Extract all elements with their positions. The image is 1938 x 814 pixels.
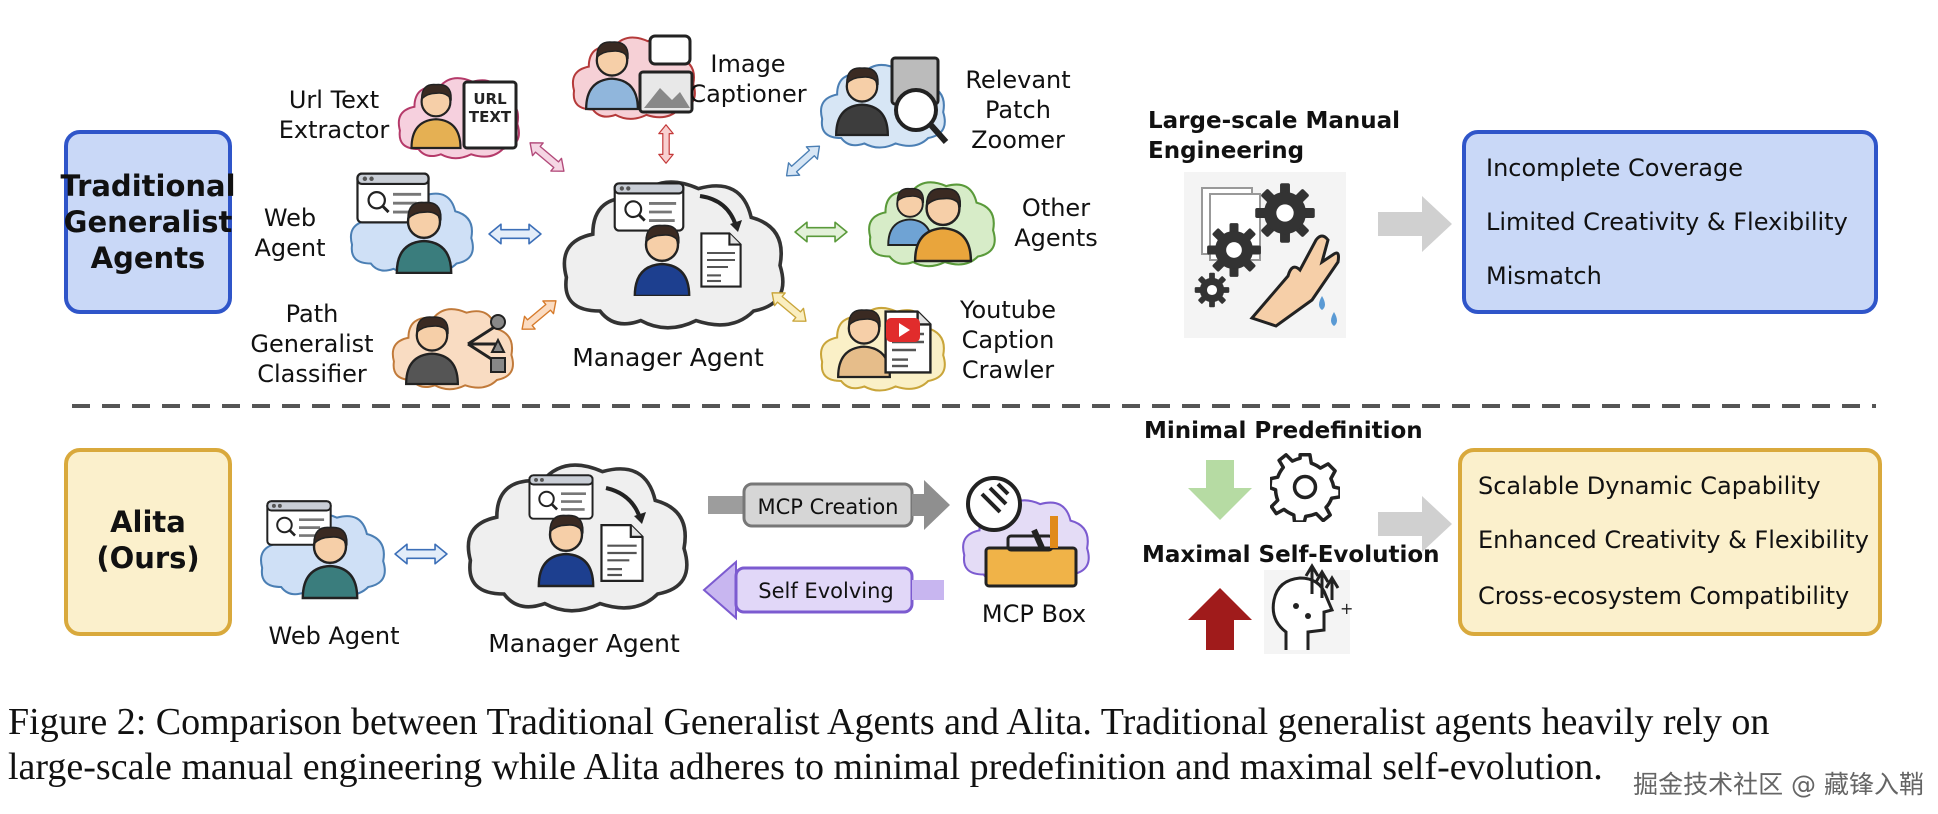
outcome-cross-ecosystem: Cross-ecosystem Compatibility xyxy=(1478,582,1849,610)
web-agent-label-1: Web xyxy=(264,204,316,232)
traditional-title-line-2: Generalist xyxy=(64,205,233,239)
youtube-crawler-label-2: Caption xyxy=(962,326,1055,354)
minimal-predefinition-label: Minimal Predefinition xyxy=(1144,418,1423,444)
arrow-down-icon xyxy=(1188,460,1252,520)
manager-agent-bottom: Manager Agent xyxy=(468,465,686,658)
path-generalist-classifier-agent: Path Generalist Classifier xyxy=(250,300,515,391)
image-captioner-label-1: Image xyxy=(710,50,785,78)
hand-icon xyxy=(1249,234,1340,328)
double-arrow-icon xyxy=(765,285,813,329)
toolbox-icon xyxy=(984,546,1078,588)
svg-text:TEXT: TEXT xyxy=(469,108,512,126)
svg-text:+: + xyxy=(1340,599,1353,618)
manager-agent-label-top: Manager Agent xyxy=(572,343,764,372)
double-arrow-icon xyxy=(488,223,542,245)
path-classifier-label-1: Path xyxy=(286,300,339,328)
browser-window-icon xyxy=(527,474,595,520)
arrow-up-icon xyxy=(1188,588,1252,650)
traditional-title-line-1: Traditional xyxy=(60,169,235,203)
brain-head-icon xyxy=(1271,576,1335,650)
relevant-patch-zoomer-label-2: Patch xyxy=(985,96,1051,124)
outcome-mismatch: Mismatch xyxy=(1486,262,1602,290)
other-agents-agent: Other Agents xyxy=(867,181,1098,268)
manager-agent-label-bottom: Manager Agent xyxy=(488,629,680,658)
browser-window-icon xyxy=(613,182,685,232)
alita-title-line-2: (Ours) xyxy=(96,541,199,575)
document-icon xyxy=(600,523,644,583)
path-classifier-label-2: Generalist xyxy=(250,330,373,358)
wrench-icon xyxy=(1031,528,1045,550)
alita-box: Alita (Ours) xyxy=(64,448,232,636)
mcp-box-label: MCP Box xyxy=(982,600,1086,628)
speech-bubble-icon xyxy=(648,34,692,66)
svg-text:URL: URL xyxy=(473,90,507,108)
manual-engineering-label-2: Engineering xyxy=(1148,138,1304,164)
alita-outcomes-box: Scalable Dynamic Capability Enhanced Cre… xyxy=(1458,448,1882,636)
arrow-right-icon xyxy=(1378,196,1452,252)
double-arrow-icon xyxy=(658,124,674,164)
double-arrow-icon xyxy=(394,543,448,565)
magnifier-icon xyxy=(894,88,938,132)
gear-icon xyxy=(1207,223,1261,277)
manual-engineering-section: Large-scale Manual Engineering xyxy=(1148,108,1400,338)
other-agents-label-1: Other xyxy=(1022,194,1090,222)
alita-title-line-1: Alita xyxy=(110,505,186,539)
double-arrow-icon xyxy=(523,135,571,179)
gear-icon xyxy=(1194,272,1230,308)
traditional-outcomes-box: Incomplete Coverage Limited Creativity &… xyxy=(1462,130,1878,314)
caption-line-1: Figure 2: Comparison between Traditional… xyxy=(8,701,1770,743)
mcp-creation-arrow: MCP Creation xyxy=(708,480,950,530)
image-captioner-label-2: Captioner xyxy=(689,80,806,108)
traditional-generalist-box: Traditional Generalist Agents xyxy=(60,130,236,314)
relevant-patch-zoomer-agent: Relevant Patch Zoomer xyxy=(819,56,1071,154)
self-evolving-label: Self Evolving xyxy=(758,579,893,603)
youtube-crawler-label-3: Crawler xyxy=(962,356,1054,384)
path-classifier-label-3: Classifier xyxy=(257,360,367,388)
double-arrow-icon xyxy=(780,139,826,183)
web-agent-top: Web Agent xyxy=(254,172,475,275)
outcome-limited-creativity: Limited Creativity & Flexibility xyxy=(1486,208,1848,236)
sweat-drop-icon xyxy=(1319,296,1325,310)
outcome-incomplete-coverage: Incomplete Coverage xyxy=(1486,154,1743,182)
caption-line-2: large-scale manual engineering while Ali… xyxy=(8,746,1603,788)
watermark: 掘金技术社区 @ 藏锋入鞘 xyxy=(1633,770,1924,799)
arrow-right-icon xyxy=(1378,496,1452,552)
image-captioner-agent: Image Captioner xyxy=(571,34,807,121)
comparison-diagram: Traditional Generalist Agents Manager Ag… xyxy=(60,34,1882,658)
web-agent-label-bottom: Web Agent xyxy=(269,622,400,650)
maximal-self-evolution-label: Maximal Self-Evolution xyxy=(1142,542,1440,568)
outcome-scalable-dynamic: Scalable Dynamic Capability xyxy=(1478,472,1821,500)
double-arrow-icon xyxy=(794,221,848,243)
gear-icon xyxy=(1270,453,1340,522)
mcp-creation-label: MCP Creation xyxy=(758,495,899,519)
gear-icon xyxy=(1255,183,1315,243)
outcome-enhanced-creativity: Enhanced Creativity & Flexibility xyxy=(1478,526,1869,554)
minimal-maximal-section: Minimal Predefinition Maximal Self-Evolu… xyxy=(1142,418,1440,654)
other-agents-label-2: Agents xyxy=(1014,224,1098,252)
url-text-extractor-label-1: Url Text xyxy=(289,86,379,114)
relevant-patch-zoomer-label-3: Zoomer xyxy=(971,126,1065,154)
self-evolving-arrow: Self Evolving xyxy=(702,559,944,621)
figure-caption: Figure 2: Comparison between Traditional… xyxy=(8,700,1933,790)
double-arrow-icon xyxy=(515,293,563,337)
web-agent-label-2: Agent xyxy=(254,234,325,262)
url-text-extractor-label-2: Extractor xyxy=(279,116,390,144)
youtube-caption-crawler-agent: Youtube Caption Crawler xyxy=(819,296,1056,392)
web-agent-bottom: Web Agent xyxy=(259,499,400,650)
document-icon xyxy=(700,232,742,288)
youtube-crawler-label-1: Youtube xyxy=(959,296,1056,324)
url-text-document-icon xyxy=(462,80,518,150)
traditional-title-line-3: Agents xyxy=(91,241,206,275)
url-text-extractor-agent: URL TEXT Url Text Extractor xyxy=(279,77,521,160)
mcp-box: MCP Box xyxy=(961,476,1090,628)
manager-agent-top: Manager Agent xyxy=(564,182,782,372)
relevant-patch-zoomer-label-1: Relevant xyxy=(965,66,1070,94)
manual-engineering-label-1: Large-scale Manual xyxy=(1148,108,1400,134)
